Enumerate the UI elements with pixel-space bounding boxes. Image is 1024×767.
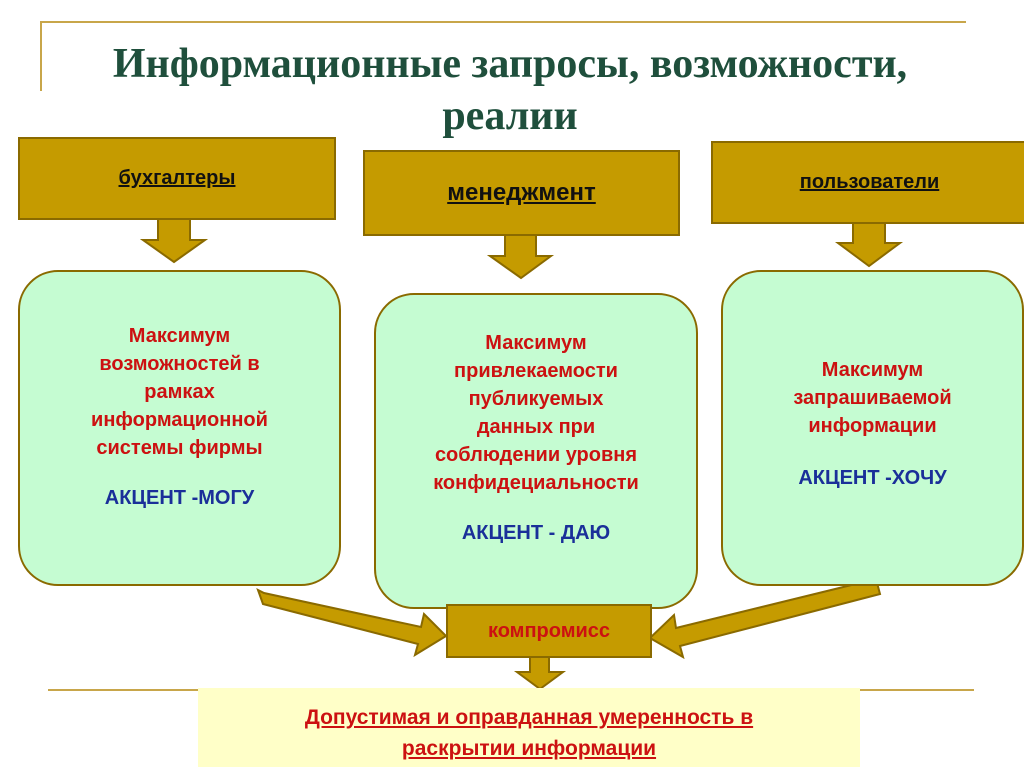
- card-management-line-2: привлекаемости: [454, 360, 618, 382]
- card-management: Максимум привлекаемости публикуемых данн…: [374, 293, 698, 609]
- arrow-right-to-compromise: [648, 577, 882, 660]
- card-management-line-3: публикуемых: [468, 388, 604, 410]
- header-accountants-label: бухгалтеры: [118, 167, 236, 189]
- card-accountants: Максимум возможностей в рамках информаци…: [18, 270, 341, 586]
- frame-top-line: [40, 21, 966, 23]
- arrow-down-users: [834, 221, 904, 268]
- card-users-line-1: Максимум: [821, 359, 924, 381]
- header-management: менеджмент: [363, 150, 680, 236]
- card-management-line-5: соблюдении уровня: [434, 444, 638, 466]
- header-users: пользователи: [711, 141, 1024, 224]
- card-accountants-line-1: Максимум: [128, 325, 231, 347]
- title-line-2: реалии: [442, 93, 578, 139]
- card-users-line-3: информации: [808, 415, 937, 437]
- card-users: Максимум запрашиваемой информации АКЦЕНТ…: [721, 270, 1024, 586]
- card-management-line-1: Максимум: [485, 332, 587, 354]
- card-accountants-line-2: возможностей в: [99, 353, 260, 375]
- arrow-down-compromise: [513, 656, 567, 691]
- card-users-accent: АКЦЕНТ -ХОЧУ: [798, 467, 947, 489]
- compromise-box: компромисс: [446, 604, 652, 658]
- card-accountants-line-3: рамках: [144, 381, 215, 403]
- frame-left-line: [40, 21, 42, 91]
- card-accountants-line-5: системы фирмы: [96, 437, 263, 459]
- card-accountants-accent: АКЦЕНТ -МОГУ: [104, 487, 255, 509]
- card-management-line-6: конфидециальности: [433, 472, 639, 494]
- card-users-line-2: запрашиваемой: [793, 387, 952, 409]
- card-accountants-line-4: информационной: [91, 409, 268, 431]
- arrow-down-management: [486, 234, 555, 280]
- result-box: Допустимая и оправданная умеренность в р…: [198, 688, 860, 767]
- result-line-2: раскрытии информации: [401, 737, 657, 760]
- card-management-accent: АКЦЕНТ - ДАЮ: [461, 522, 611, 544]
- page-title: Информационные запросы, возможности, реа…: [60, 38, 960, 142]
- arrow-down-accountants: [139, 218, 209, 264]
- title-line-1: Информационные запросы, возможности,: [112, 41, 908, 87]
- compromise-label: компромисс: [487, 619, 611, 642]
- header-accountants: бухгалтеры: [18, 137, 336, 220]
- header-management-label: менеджмент: [447, 179, 596, 206]
- header-users-label: пользователи: [799, 171, 940, 193]
- card-management-line-4: данных при: [476, 416, 596, 438]
- result-line-1: Допустимая и оправданная умеренность в: [304, 706, 754, 729]
